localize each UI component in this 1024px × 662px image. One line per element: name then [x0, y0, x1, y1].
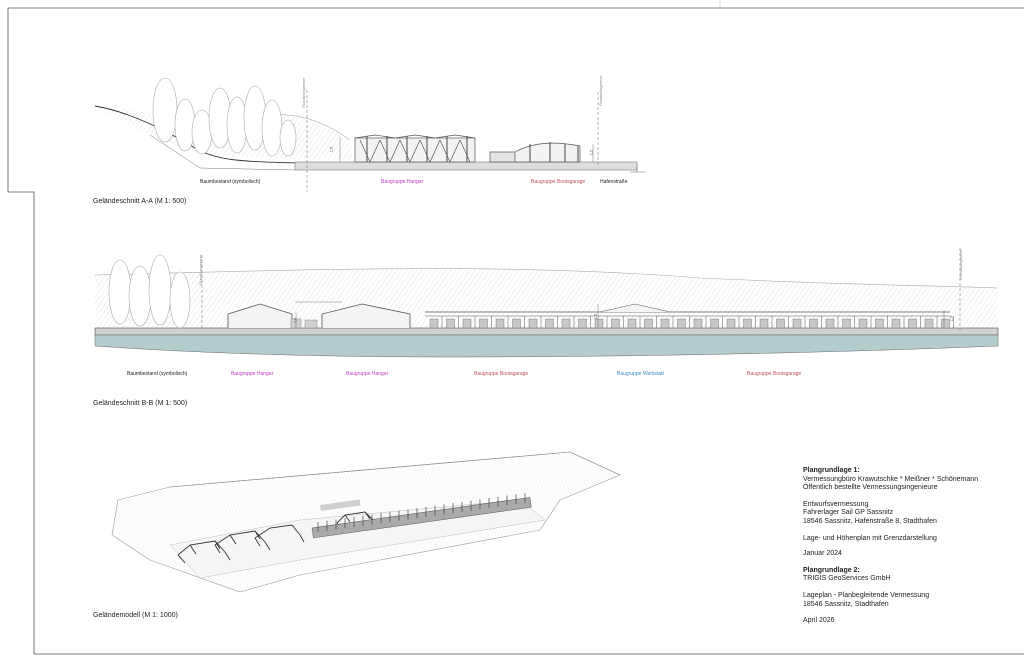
measure-bb-1: 7,5 — [292, 317, 298, 324]
caption-trees-aa: Baumbestand (symbolisch) — [200, 179, 261, 185]
caption-hangar-aa: Baugruppe Hangar — [381, 179, 424, 185]
garage-block — [941, 318, 950, 329]
water-bb — [94, 334, 999, 358]
basis1-office: Vermessungbüro Krawutschke * Meißner * S… — [803, 475, 979, 483]
terrain-top-bb — [94, 268, 999, 289]
measure-aa-1: 1,5 — [328, 146, 334, 153]
measure-aa-2: 1,5 — [588, 149, 594, 156]
model-container-row — [311, 497, 532, 539]
boundary-label-aa-2: Flurstücksgrenze — [598, 75, 603, 106]
address-2: 18546 Sassnitz, Stadthafen — [803, 600, 889, 608]
hangar-2-bb — [321, 303, 411, 328]
garage-block — [611, 318, 620, 329]
section-aa-drawing — [94, 77, 645, 192]
section-aa-title: Geländeschnitt A-A (M 1: 500) — [93, 198, 187, 205]
garage-block — [875, 318, 884, 329]
section-bb-drawing — [94, 248, 999, 358]
garage-block — [792, 318, 802, 329]
garage-block — [693, 318, 703, 329]
basis2-company: TRIGIS GeoServices GmbH — [803, 575, 891, 583]
garage-block — [462, 318, 472, 329]
garage-block — [677, 318, 686, 329]
container-2-bb — [304, 319, 318, 329]
water-edge-aa — [630, 164, 645, 173]
garage-block — [446, 318, 455, 329]
basis1-title: Plangrundlage 1: — [803, 467, 860, 474]
basis2-title: Plangrundlage 2: — [803, 566, 860, 574]
garage-block — [858, 318, 868, 329]
hangar-1-bb — [227, 303, 293, 328]
measure-bb-3: 1,5 — [948, 315, 954, 322]
garage-block — [776, 318, 785, 329]
garage-block — [809, 318, 818, 329]
garage-block — [512, 318, 521, 329]
model-garage-posts — [317, 493, 526, 532]
address-1: 18546 Sassnitz, Hafenstraße 8, Stadthafe… — [803, 517, 937, 525]
project-name: Fahrerlager Sail GP Sassnitz — [803, 509, 894, 517]
basis2-description: Lageplan - Planbegleitende Vermessung — [803, 591, 930, 599]
caption-boatgarage2-bb: Baugruppe Bootsgarage — [747, 371, 802, 377]
garage-block — [660, 318, 670, 329]
basis1-role: Öffentlich bestellte Vermessungsingenieu… — [803, 484, 938, 492]
ground-slab-aa — [294, 161, 638, 171]
plan-basis-info: Plangrundlage 1: Vermessungbüro Krawutsc… — [803, 467, 1018, 626]
garage-block — [726, 318, 736, 329]
garage-block — [644, 318, 653, 329]
sheet-border — [7, 7, 1024, 655]
garage-block — [594, 318, 604, 329]
garage-block — [627, 318, 637, 329]
section-bb-title: Geländeschnitt B-B (M 1: 500) — [93, 400, 188, 407]
caption-street-aa: Hafenstraße — [600, 179, 628, 185]
terrain-model-drawing — [111, 451, 621, 593]
model-inner-area — [169, 499, 546, 579]
garage-block — [743, 318, 752, 329]
garage-block — [528, 318, 538, 329]
terrain-fill-bb — [95, 268, 998, 330]
date-2: April 2026 — [803, 617, 835, 625]
model-top-edge — [169, 451, 621, 488]
garage-block — [561, 318, 571, 329]
boundary-label-bb-1: Flurstücksgrenze — [198, 254, 203, 285]
garage-block — [924, 318, 934, 329]
measure-bb-2: 1,5 — [592, 313, 598, 320]
garage-block — [759, 318, 769, 329]
garage-block — [891, 318, 901, 329]
garage-block — [479, 318, 488, 329]
garage-block — [710, 318, 719, 329]
garage-block — [495, 318, 505, 329]
caption-hangar1-bb: Baugruppe Hangar — [231, 371, 274, 377]
section-model-title: Geländemodell (M 1: 1000) — [93, 612, 178, 619]
garage-block — [842, 318, 851, 329]
boatgarage-row-bb — [425, 303, 950, 317]
garage-block — [825, 318, 835, 329]
trees-bb — [108, 254, 191, 329]
caption-hangar2-bb: Baugruppe Hangar — [346, 371, 389, 377]
caption-workshop-bb: Baugruppe Werkstatt — [617, 371, 664, 377]
boundary-label-aa-1: Flurstücksgrenze — [301, 77, 306, 108]
survey-type: Entwurfsvermessung — [803, 500, 869, 508]
boundary-label-bb-2: Flurstücksgrenze — [958, 249, 963, 280]
garage-block — [908, 318, 917, 329]
garage-block — [578, 318, 587, 329]
model-grey-pads — [320, 499, 361, 511]
garage-block — [545, 318, 554, 329]
caption-boatgarage-aa: Baugruppe Bootsgarage — [531, 179, 586, 185]
ground-edge-aa — [149, 134, 296, 171]
boatgarage-blocks-bb — [429, 316, 954, 329]
caption-boatgarage1-bb: Baugruppe Bootsgarage — [474, 371, 529, 377]
plan-description: Lage- und Höhenplan mit Grenzdarstellung — [803, 534, 937, 542]
boatgarage-structure-aa — [489, 142, 581, 163]
hangar-structure-aa — [354, 134, 476, 163]
garage-block — [429, 318, 439, 329]
caption-trees-bb: Baumbestand (symbolisch) — [127, 371, 188, 377]
date-1: Januar 2024 — [803, 550, 842, 558]
ground-slab-bb — [94, 327, 999, 336]
trees-aa — [152, 77, 297, 157]
